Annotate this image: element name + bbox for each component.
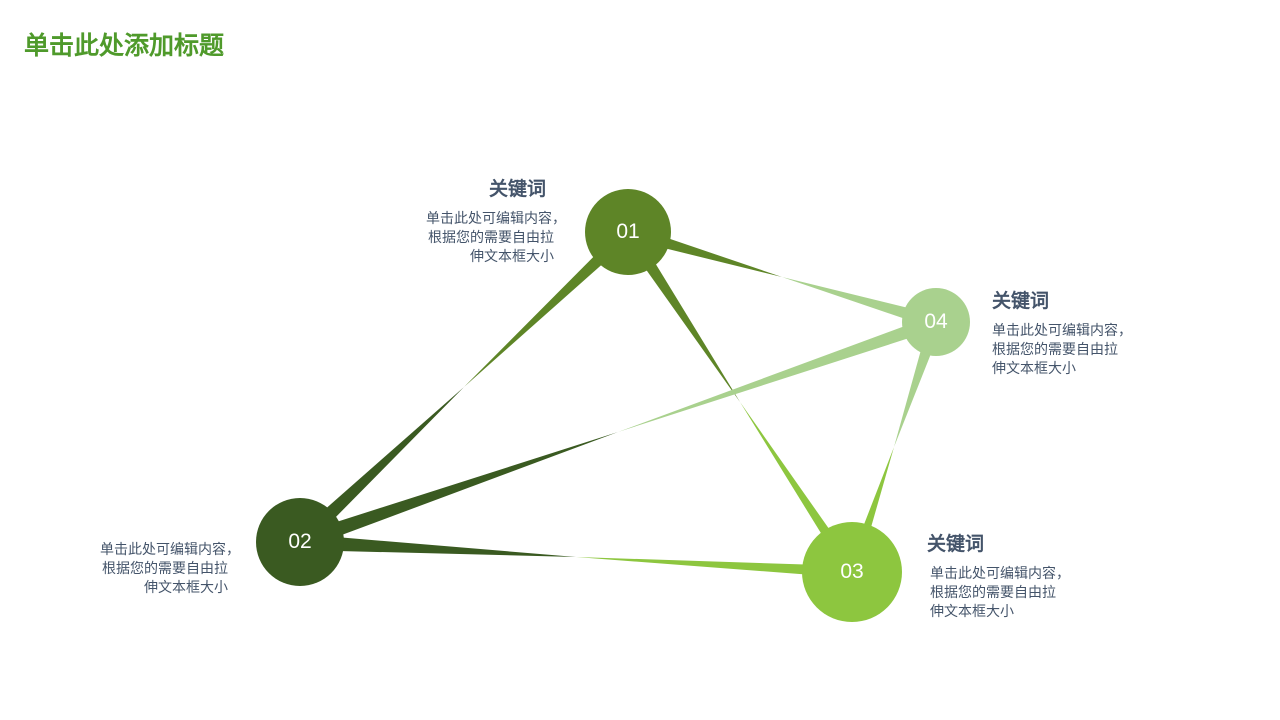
description-03[interactable]: 单击此处可编辑内容， 根据您的需要自由拉 伸文本框大小 (930, 565, 1110, 622)
edge-wedge (294, 387, 464, 548)
keyword-01[interactable]: 关键词 (489, 178, 547, 200)
desc-line: 单击此处可编辑内容， (100, 542, 240, 558)
desc-line: 伸文本框大小 (930, 604, 1014, 620)
edge-wedge (782, 277, 938, 329)
keyword-04[interactable]: 关键词 (992, 290, 1050, 312)
description-04[interactable]: 单击此处可编辑内容， 根据您的需要自由拉 伸文本框大小 (992, 322, 1172, 379)
desc-line: 单击此处可编辑内容， (992, 323, 1132, 339)
desc-line: 伸文本框大小 (470, 249, 554, 265)
node-02[interactable]: 02 (256, 498, 344, 586)
desc-line: 根据您的需要自由拉 (992, 342, 1118, 358)
desc-line: 根据您的需要自由拉 (102, 561, 228, 577)
edge-wedge (299, 534, 576, 557)
keyword-03[interactable]: 关键词 (927, 533, 985, 555)
desc-line: 根据您的需要自由拉 (930, 585, 1056, 601)
page-title[interactable]: 单击此处添加标题 (24, 31, 225, 60)
edge-wedge (464, 226, 633, 387)
edge-wedge (618, 315, 939, 432)
edge-wedge (622, 228, 740, 402)
desc-line: 伸文本框大小 (992, 361, 1076, 377)
node-01[interactable]: 01 (585, 189, 671, 275)
desc-line: 根据您的需要自由拉 (428, 230, 554, 246)
desc-line: 单击此处可编辑内容， (930, 566, 1070, 582)
edge-wedge (297, 432, 618, 550)
desc-line: 单击此处可编辑内容， (426, 211, 566, 227)
description-01[interactable]: 单击此处可编辑内容， 根据您的需要自由拉 伸文本框大小 (386, 210, 566, 267)
edge-wedge (576, 557, 853, 578)
node-03[interactable]: 03 (802, 522, 902, 622)
description-02[interactable]: 单击此处可编辑内容， 根据您的需要自由拉 伸文本框大小 (60, 541, 240, 598)
desc-line: 伸文本框大小 (144, 580, 228, 596)
node-04[interactable]: 04 (902, 288, 970, 356)
